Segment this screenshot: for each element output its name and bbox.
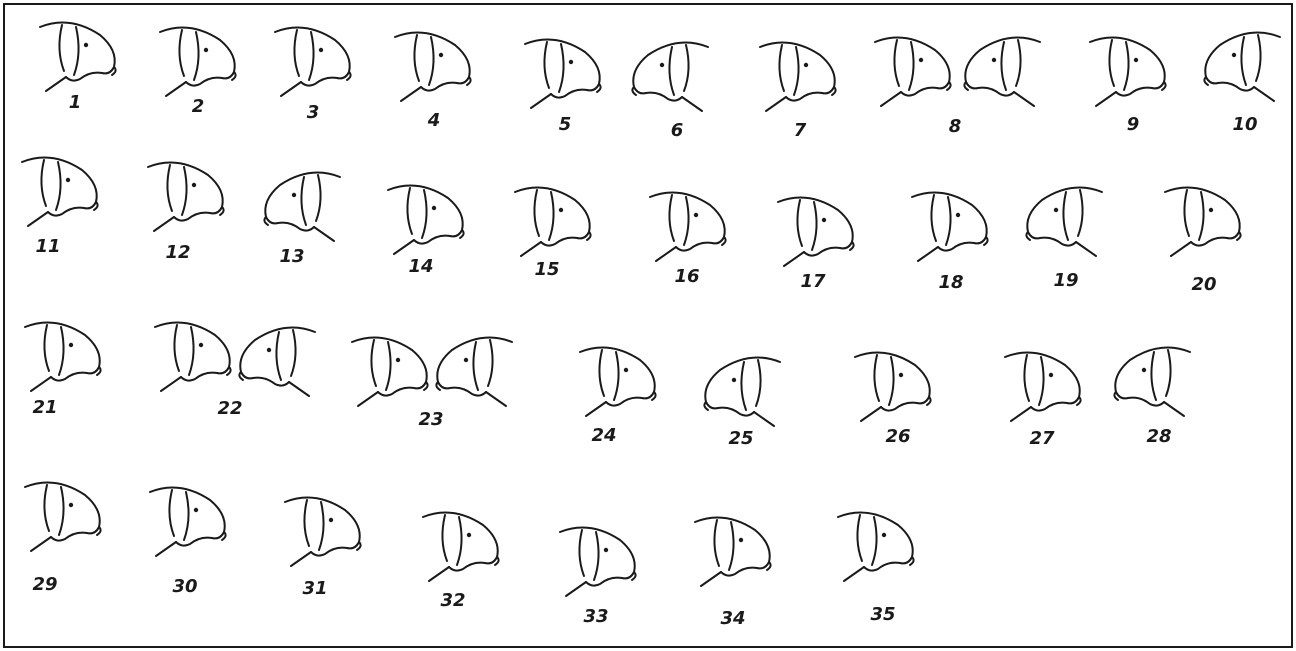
sheep-head-12 (148, 163, 224, 232)
figure-label-9: 9 (1127, 114, 1140, 135)
figure-label-13: 13 (279, 246, 304, 267)
figure-label-8: 8 (949, 116, 962, 137)
sheep-head-4 (395, 33, 471, 102)
sheep-head-8-1 (875, 38, 951, 107)
figure-label-24: 24 (591, 425, 616, 446)
sheep-head-21 (25, 323, 101, 392)
sheep-head-23-2 (436, 338, 512, 407)
sheep-head-19 (1026, 188, 1102, 257)
figure-label-7: 7 (794, 120, 807, 141)
sheep-head-5 (525, 40, 601, 109)
figure-label-20: 20 (1191, 274, 1216, 295)
figure-label-2: 2 (192, 96, 205, 117)
figure-label-30: 30 (172, 576, 197, 597)
sheep-heads-group (22, 23, 1280, 597)
sheep-head-26 (855, 353, 931, 422)
sheep-head-23-1 (352, 338, 428, 407)
sheep-head-9 (1090, 38, 1166, 107)
figure-label-1: 1 (69, 92, 82, 113)
figure-label-17: 17 (800, 271, 826, 292)
sheep-head-15 (515, 188, 591, 257)
sheep-head-22-2 (239, 328, 315, 397)
sheep-head-22-1 (155, 323, 231, 392)
figure-label-3: 3 (307, 102, 320, 123)
sheep-head-29 (25, 483, 101, 552)
figure-label-35: 35 (870, 604, 895, 625)
sheep-head-13 (264, 173, 340, 242)
sheep-head-16 (650, 193, 726, 262)
sheep-head-14 (388, 186, 464, 255)
figure-label-22: 22 (217, 398, 242, 419)
figure-label-11: 11 (35, 236, 60, 257)
sheep-head-1 (40, 23, 116, 92)
figure-label-5: 5 (559, 114, 572, 135)
sheep-head-11 (22, 158, 98, 227)
figure-label-29: 29 (32, 574, 57, 595)
figure-label-12: 12 (165, 242, 190, 263)
sheep-head-27 (1005, 353, 1081, 422)
figure-label-34: 34 (720, 608, 745, 629)
sheep-head-10 (1204, 33, 1280, 102)
figure-label-31: 31 (302, 578, 327, 599)
sheep-head-24 (580, 348, 656, 417)
sheep-head-3 (275, 28, 351, 97)
figure-label-21: 21 (32, 397, 57, 418)
sheep-head-28 (1114, 348, 1190, 417)
figure-label-33: 33 (583, 606, 608, 627)
figure-label-25: 25 (728, 428, 753, 449)
sheep-head-35 (838, 513, 914, 582)
sheep-head-32 (423, 513, 499, 582)
sheep-head-31 (285, 498, 361, 567)
figure-label-32: 32 (440, 590, 465, 611)
sheep-head-8-2 (964, 38, 1040, 107)
sheep-head-33 (560, 528, 636, 597)
figure-label-15: 15 (534, 259, 559, 280)
figure-label-4: 4 (427, 110, 441, 131)
sheep-head-17 (778, 198, 854, 267)
sheep-head-2 (160, 28, 236, 97)
figure-label-10: 10 (1232, 114, 1257, 135)
sheep-head-20 (1165, 188, 1241, 257)
figure-label-18: 18 (938, 272, 963, 293)
figure-label-6: 6 (671, 120, 684, 141)
figure-label-14: 14 (408, 256, 433, 277)
sheep-head-7 (760, 43, 836, 112)
sheep-head-25 (704, 358, 780, 427)
figure-label-27: 27 (1029, 428, 1055, 449)
figure-label-23: 23 (418, 409, 443, 430)
sheep-head-18 (912, 193, 988, 262)
figure-label-26: 26 (885, 426, 910, 447)
figure-label-28: 28 (1146, 426, 1171, 447)
sheep-head-6 (632, 43, 708, 112)
sheep-head-34 (695, 518, 771, 587)
figure-label-19: 19 (1053, 270, 1078, 291)
sheep-head-30 (150, 488, 226, 557)
figure-label-16: 16 (674, 266, 699, 287)
